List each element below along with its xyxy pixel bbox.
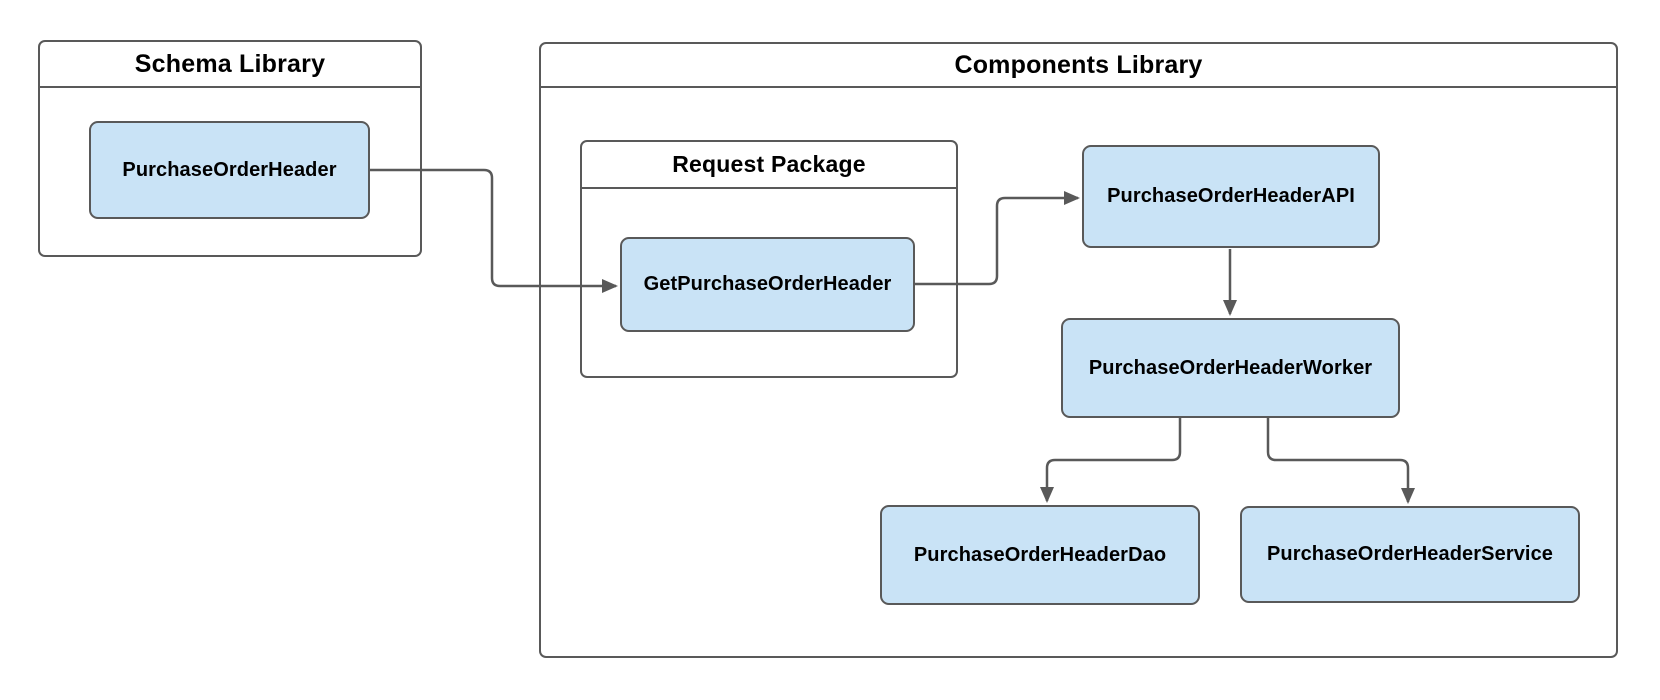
node-label: PurchaseOrderHeaderDao: [913, 543, 1167, 566]
node-get-purchase-order-header[interactable]: GetPurchaseOrderHeader: [620, 237, 915, 332]
node-label: GetPurchaseOrderHeader: [643, 273, 892, 295]
container-schema-library[interactable]: Schema Library PurchaseOrderHeader: [38, 40, 422, 257]
container-request-package[interactable]: Request Package GetPurchaseOrderHeader: [580, 140, 958, 378]
node-purchase-order-header-worker[interactable]: PurchaseOrderHeaderWorker: [1061, 318, 1400, 418]
node-purchase-order-header[interactable]: PurchaseOrderHeader: [89, 121, 370, 219]
node-purchase-order-header-api[interactable]: PurchaseOrderHeaderAPI: [1082, 145, 1380, 248]
node-label: PurchaseOrderHeaderAPI: [1107, 185, 1355, 207]
node-label: PurchaseOrderHeader: [122, 158, 337, 181]
container-components-library[interactable]: Components Library Request Package GetPu…: [539, 42, 1618, 658]
schema-library-title: Schema Library: [40, 42, 420, 88]
node-label: PurchaseOrderHeaderService: [1266, 543, 1554, 565]
request-package-title: Request Package: [582, 142, 956, 189]
node-purchase-order-header-dao[interactable]: PurchaseOrderHeaderDao: [880, 505, 1200, 605]
components-library-title: Components Library: [541, 44, 1616, 88]
node-purchase-order-header-service[interactable]: PurchaseOrderHeaderService: [1240, 506, 1580, 603]
node-label: PurchaseOrderHeaderWorker: [1088, 356, 1373, 379]
